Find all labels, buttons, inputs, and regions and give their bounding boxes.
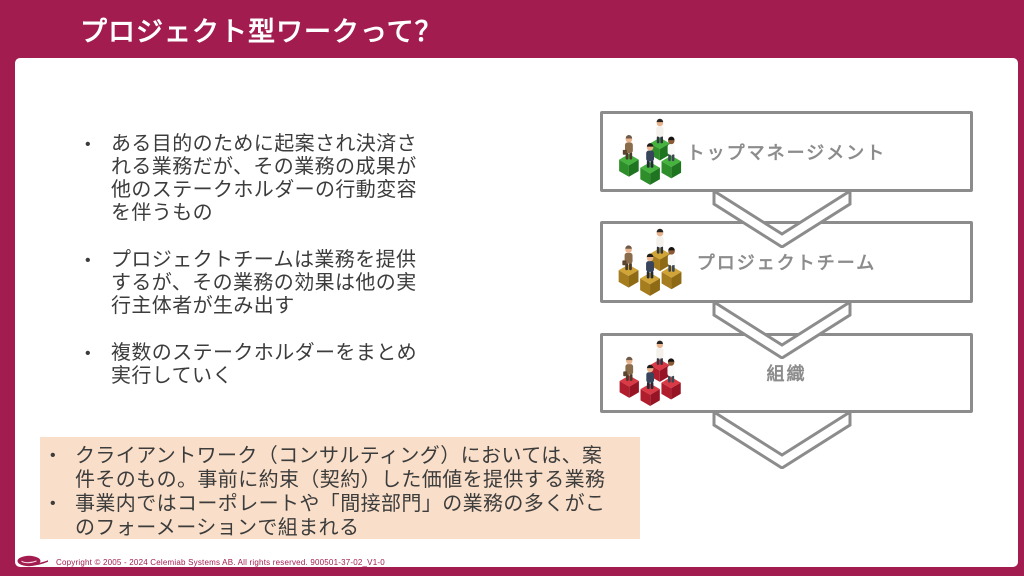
list-item: プロジェクトチームは業務を提供 するが、その業務の効果は他の実 行主体者が生み出… [85, 249, 445, 318]
people-on-cubes-icon [609, 336, 701, 410]
people-on-cubes-icon [609, 114, 701, 189]
bullet-text: クライアントワーク（コンサルティング）においては、案 件そのもの。事前に約束（契… [75, 445, 606, 491]
highlight-callout-box: クライアントワーク（コンサルティング）においては、案 件そのもの。事前に約束（契… [40, 437, 640, 539]
bullet-marker [50, 444, 75, 492]
bullet-text: 複数のステークホルダーをまとめ 実行していく [111, 342, 417, 387]
bullet-text: プロジェクトチームは業務を提供 するが、その業務の効果は他の実 行主体者が生み出… [111, 249, 417, 317]
down-arrow-icon [712, 190, 852, 248]
down-arrow-icon [712, 411, 852, 469]
people-on-cubes-icon [609, 224, 701, 300]
title-band: プロジェクト型ワークって？ [0, 0, 1024, 58]
bullet-text: ある目的のために起案され決済さ れる業務だが、その業務の成果が 他のステークホル… [111, 133, 417, 224]
list-item: 複数のステークホルダーをまとめ 実行していく [85, 342, 445, 388]
bullet-marker [50, 492, 75, 540]
list-item: 事業内ではコーポレートや「間接部門」の業務の多くがこ のフォーメーションで組まれ… [50, 492, 630, 540]
diagram-label: プロジェクトチーム [696, 253, 877, 273]
diagram-label: 組織 [766, 364, 807, 384]
down-arrow-icon [712, 301, 852, 359]
list-item: ある目的のために起案され決済さ れる業務だが、その業務の成果が 他のステークホル… [85, 133, 445, 225]
bullet-marker [85, 249, 111, 318]
list-item: クライアントワーク（コンサルティング）においては、案 件そのもの。事前に約束（契… [50, 444, 630, 492]
copyright-text: Copyright © 2005 - 2024 Celemiab Systems… [56, 558, 385, 567]
diagram-box-top-management: トップマネージメント [600, 111, 973, 192]
bullet-marker [85, 133, 111, 225]
diagram-label: トップマネージメント [686, 142, 887, 163]
bullet-text: 事業内ではコーポレートや「間接部門」の業務の多くがこ のフォーメーションで組まれ… [75, 493, 606, 539]
main-bullet-list: ある目的のために起案され決済さ れる業務だが、その業務の成果が 他のステークホル… [85, 133, 445, 412]
bullet-marker [85, 342, 111, 388]
celemi-logo-icon [17, 555, 48, 567]
page-title: プロジェクト型ワークって？ [80, 16, 443, 47]
